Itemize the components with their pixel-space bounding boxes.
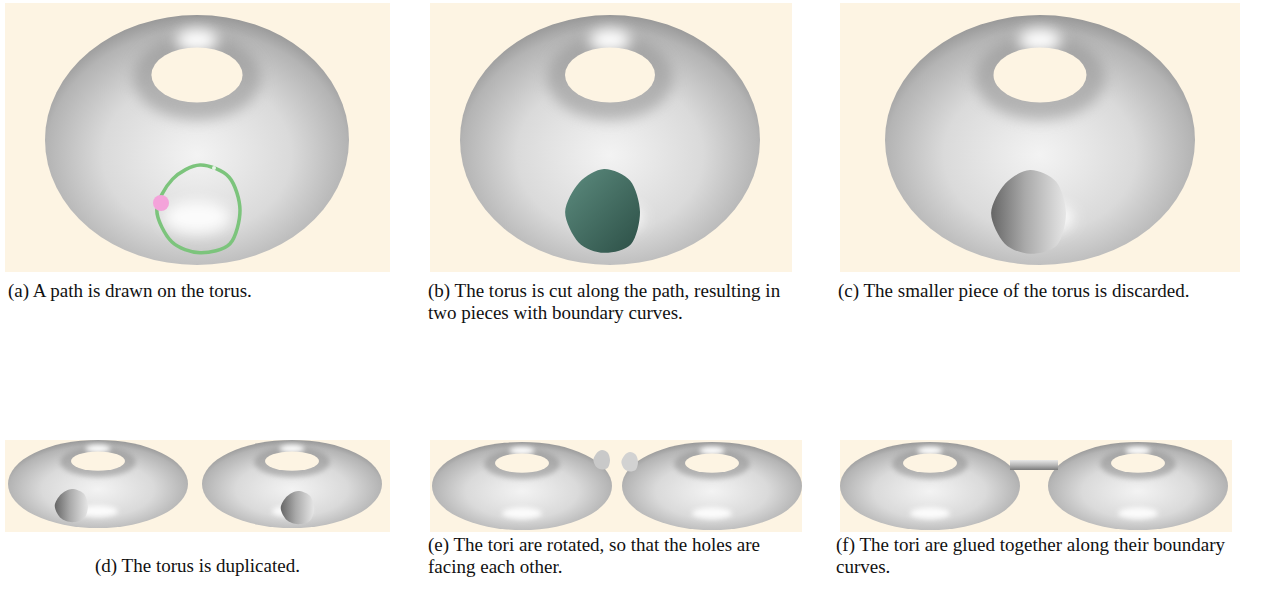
caption: (c) The smaller piece of the torus is di… <box>838 280 1238 302</box>
caption: (a) A path is drawn on the torus. <box>8 280 388 302</box>
boundary-hole <box>991 170 1066 254</box>
torus <box>885 15 1195 265</box>
torus <box>45 15 349 265</box>
cut-path <box>157 165 240 253</box>
glue-tube <box>1010 460 1058 470</box>
torus <box>460 15 760 265</box>
caption: (e) The tori are rotated, so that the ho… <box>428 534 806 578</box>
panel-ground <box>430 3 792 272</box>
boundary-hole <box>593 450 610 470</box>
torus <box>202 440 382 528</box>
torus <box>840 442 1020 530</box>
boundary-hole <box>621 452 638 472</box>
cut-piece <box>565 169 640 253</box>
boundary-hole <box>55 489 88 522</box>
tori <box>8 15 1228 530</box>
panel-grounds <box>5 3 1240 532</box>
panel-ground <box>430 440 802 532</box>
panel-ground <box>5 3 390 272</box>
panel-ground <box>840 3 1240 272</box>
start-point <box>153 195 169 211</box>
panel-ground <box>5 440 390 532</box>
boundary-hole <box>281 491 314 524</box>
caption: (f) The tori are glued together along th… <box>836 534 1241 578</box>
torus <box>8 440 188 528</box>
torus <box>432 442 612 530</box>
torus <box>622 442 802 530</box>
torus <box>1048 442 1228 530</box>
caption: (b) The torus is cut along the path, res… <box>428 280 796 324</box>
panel-ground <box>840 440 1232 532</box>
caption: (d) The torus is duplicated. <box>5 555 390 577</box>
